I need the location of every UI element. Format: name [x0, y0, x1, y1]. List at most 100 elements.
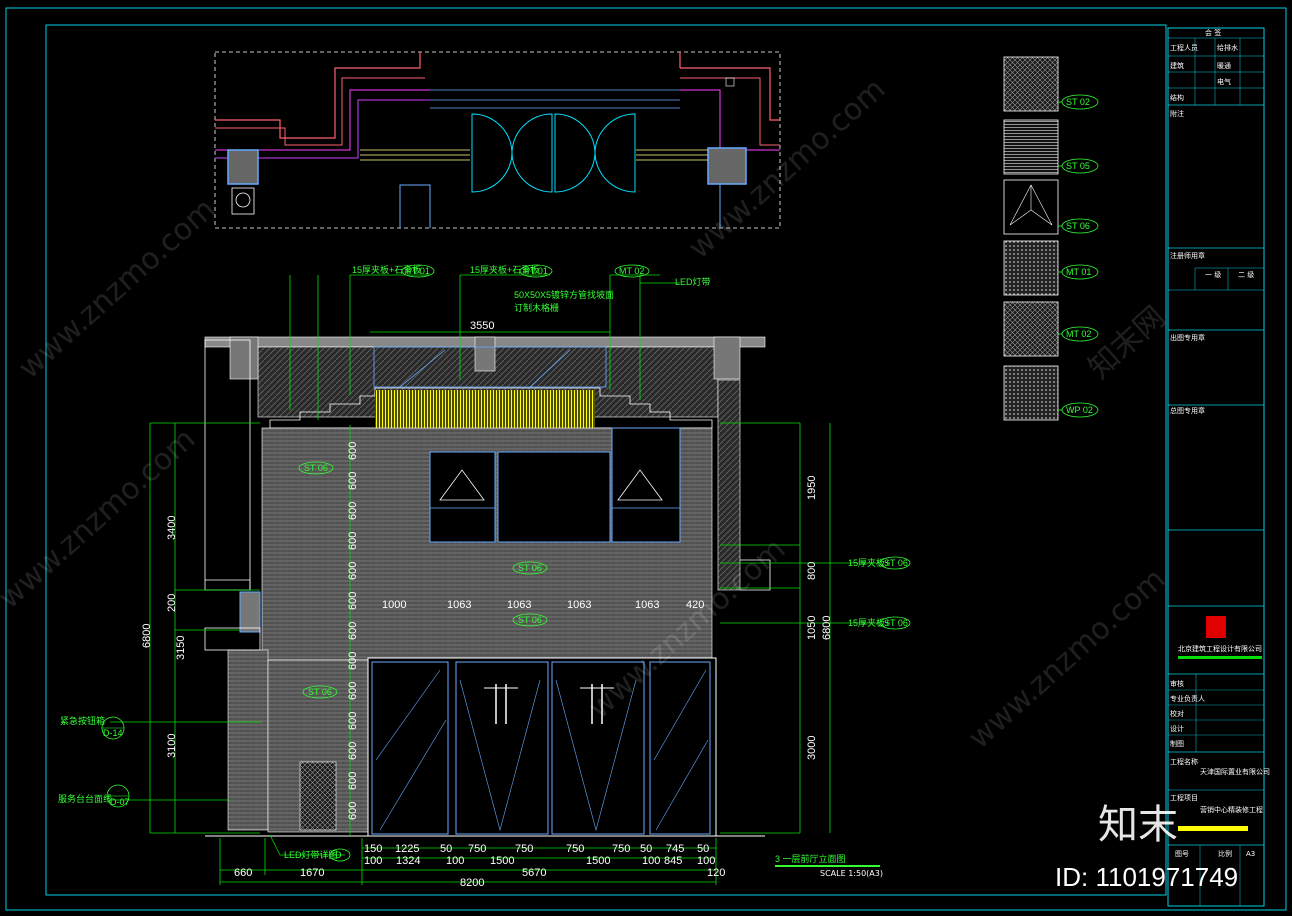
- row1-dim-2: 1063: [507, 599, 531, 611]
- legend-tag-1: ST 05: [1066, 161, 1090, 171]
- vdim-left-1: 3400: [166, 516, 178, 540]
- tb-stamp: 出图专用章: [1170, 333, 1205, 342]
- outer-frame: [5, 7, 1287, 911]
- top-dim: 3550: [470, 320, 494, 332]
- left-callout-2-tag: D-07: [110, 797, 130, 807]
- stack-dim-1: 600: [347, 472, 359, 490]
- vdim-right-4: 6800: [821, 616, 833, 640]
- material-legend: [1003, 56, 1059, 421]
- right-callout-1-tag: ST 06: [884, 558, 908, 568]
- tb-seal: 总图专用章: [1170, 406, 1205, 415]
- row1-dim-3: 1063: [567, 599, 591, 611]
- row1-dim-5: 420: [686, 599, 704, 611]
- tb-sign-3: 给排水: [1217, 43, 1238, 52]
- bottom-row2-dim-0: 100: [364, 855, 382, 867]
- bottom-row3-2: 1670: [300, 867, 324, 879]
- legend-tag-4: MT 02: [1066, 329, 1091, 339]
- tb-role-2: 专业负责人: [1170, 694, 1205, 703]
- tb-notes: 附注: [1170, 109, 1184, 118]
- tb-project-label: 工程项目: [1170, 793, 1198, 802]
- bottom-row3-1: 660: [234, 867, 252, 879]
- panel-tag-4: ST 06: [308, 687, 332, 697]
- right-callout-2-tag: ST 06: [884, 618, 908, 628]
- legend-tag-3: MT 01: [1066, 267, 1091, 277]
- tb-header: 会 签: [1205, 28, 1221, 37]
- left-callout-1: 紧急按钮箱: [60, 715, 105, 726]
- tb-footer-2: 比例: [1218, 849, 1232, 858]
- panel-tag-1: ST 06: [304, 463, 328, 473]
- bottom-row1-dim-0: 150: [364, 843, 382, 855]
- stack-dim-11: 600: [347, 772, 359, 790]
- bottom-row1-dim-4: 750: [515, 843, 533, 855]
- callout-1-tag: PT 01: [406, 266, 430, 276]
- legend-tag-0: ST 02: [1066, 97, 1090, 107]
- tb-role-5: 制图: [1170, 739, 1184, 748]
- tb-client: 天津国际置业有限公司: [1200, 767, 1270, 776]
- stack-dim-7: 600: [347, 652, 359, 670]
- drawing-border: [45, 24, 1167, 896]
- vdim-left-5: 3100: [166, 734, 178, 758]
- tb-approval-col-2: 二 级: [1238, 270, 1254, 279]
- tb-approval: 注册师用章: [1170, 251, 1205, 260]
- bottom-row2-dim-5: 100: [642, 855, 660, 867]
- watermark-4: www.znzmo.com: [962, 562, 1172, 756]
- bottom-row2-dim-7: 100: [697, 855, 715, 867]
- left-callout-1-tag: D-14: [103, 728, 123, 738]
- vdim-left-3: 6800: [141, 624, 153, 648]
- tb-client-label: 工程名称: [1170, 757, 1198, 766]
- bottom-row1-dim-9: 50: [697, 843, 709, 855]
- bottom-row3-4: 120: [707, 867, 725, 879]
- vdim-right-5: 3000: [806, 736, 818, 760]
- bottom-row1-dim-7: 50: [640, 843, 652, 855]
- bottom-total: 8200: [460, 877, 484, 889]
- vdim-left-2: 200: [166, 594, 178, 612]
- watermark-id: ID: 1101971749: [1055, 862, 1238, 892]
- vdim-left-4: 3150: [175, 636, 187, 660]
- stack-dim-6: 600: [347, 622, 359, 640]
- callout-2-tag: PT 01: [524, 266, 548, 276]
- tb-footer-3: A3: [1246, 850, 1255, 858]
- watermark-5: 知末网: [1082, 300, 1172, 386]
- legend-tag-2: ST 06: [1066, 221, 1090, 231]
- callout-4: LED灯带: [675, 277, 711, 287]
- stack-dim-2: 600: [347, 502, 359, 520]
- stack-dim-4: 600: [347, 562, 359, 580]
- tb-company: 北京建筑工程设计有限公司: [1178, 644, 1262, 653]
- left-callout-2: 服务台台面线: [58, 793, 112, 804]
- callout-2: 15厚夹板+石膏板: [470, 264, 539, 275]
- stack-dim-3: 600: [347, 532, 359, 550]
- bottom-row2-dim-3: 1500: [490, 855, 514, 867]
- stack-dim-12: 600: [347, 802, 359, 820]
- bottom-row1-dim-3: 750: [468, 843, 486, 855]
- callout-1: 15厚夹板+石膏板: [352, 264, 421, 275]
- right-callout-1: 15厚夹板+: [848, 557, 890, 568]
- tb-sign-1: 工程人员: [1170, 43, 1198, 52]
- tb-role-1: 审核: [1170, 679, 1184, 688]
- stack-dims: 600 600 600 600 600 600 600 600 600 600 600 600 600: [347, 442, 359, 820]
- section-title: 3 一层前厅立面图: [775, 853, 846, 864]
- stack-dim-9: 600: [347, 712, 359, 730]
- stack-dim-0: 600: [347, 442, 359, 460]
- tb-sign-6: 结构: [1170, 93, 1184, 102]
- company-logo: [1206, 616, 1226, 638]
- stack-dim-5: 600: [347, 592, 359, 610]
- bottom-row2-dim-4: 1500: [586, 855, 610, 867]
- watermark-logo: 知末: [1098, 802, 1178, 848]
- panel-tag-2: ST 06: [518, 563, 542, 573]
- stack-dim-8: 600: [347, 682, 359, 700]
- plan-view: [214, 51, 781, 229]
- stack-dim-10: 600: [347, 742, 359, 760]
- tb-role-3: 校对: [1170, 709, 1184, 718]
- left-callout-3-tag: D: [335, 850, 342, 860]
- leader-lines: [110, 274, 880, 885]
- tb-project: 营销中心精装修工程: [1200, 805, 1263, 814]
- vdim-right-3: 1050: [806, 616, 818, 640]
- tb-sign-4: 暖通: [1217, 61, 1231, 70]
- bottom-row3-3: 5670: [522, 867, 546, 879]
- panel-tag-3: ST 06: [518, 615, 542, 625]
- callout-6: 订制木格栅: [514, 302, 559, 313]
